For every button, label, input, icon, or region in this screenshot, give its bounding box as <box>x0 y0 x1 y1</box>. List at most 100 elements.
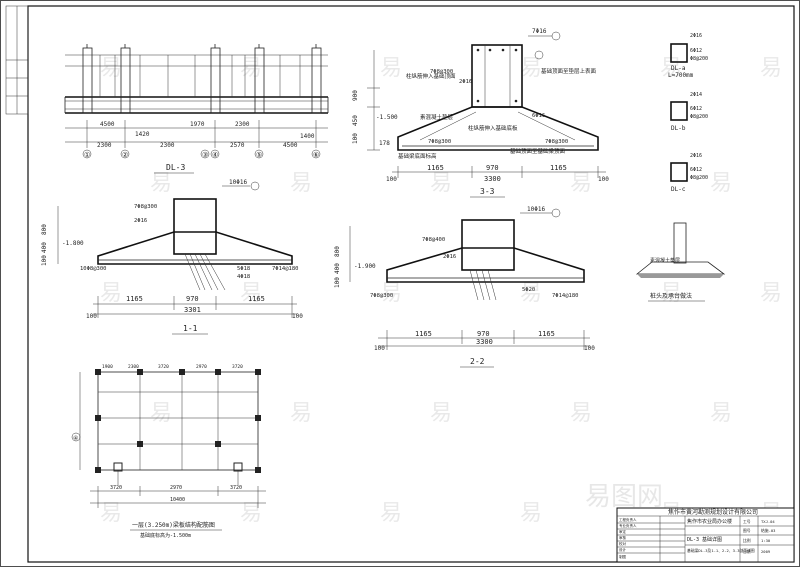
sec11-dim-1: 1165 <box>126 295 143 303</box>
sec33-stirrup-label: 7Φ8@300 <box>430 69 453 75</box>
dl3-grid-4: ④ <box>212 151 218 159</box>
plan-span-5: 3720 <box>232 364 243 370</box>
tb-label-4: 日期 <box>743 549 751 554</box>
watermark-glyph: 易 <box>380 56 402 81</box>
dl3-span-3: 2570 <box>230 142 245 149</box>
sec22-bot1-label: 5Φ20 <box>522 287 535 293</box>
dl3-span-4: 4500 <box>283 142 298 149</box>
sec33-top-bar: 7Φ16 <box>532 28 547 35</box>
plan-span-1: 1900 <box>102 364 113 370</box>
dl-section-b-box <box>670 101 688 121</box>
watermark-glyph: 易 <box>240 56 262 81</box>
watermark-glyph: 易 <box>760 56 782 81</box>
tb-drawing-title: DL-3 基础详图 <box>687 536 722 543</box>
dl3-columns <box>82 44 322 114</box>
watermark-glyph: 易 <box>150 171 172 196</box>
tb-row-7: 制图 <box>619 554 627 559</box>
dl-b-stir: Φ8@200 <box>690 114 708 120</box>
dl3-span-1: 2300 <box>97 142 112 149</box>
sec33-note-mid: 柱纵筋伸入基础底板 <box>468 124 518 132</box>
sec11-side-label: 2Φ16 <box>134 218 147 224</box>
sec22-edge-right: 100 <box>584 345 595 352</box>
sec33-note-inner: 基础顶面至基础梁顶面 <box>510 147 566 155</box>
tb-row-5: 校对 <box>619 541 627 546</box>
dl-c-top: 2Φ16 <box>690 153 702 159</box>
section-1-1: 800 400 100 -1.800 10Φ16 7Φ8@300 2Φ16 5Φ… <box>41 179 303 335</box>
sec11-bot2-label: 4Φ18 <box>237 274 250 280</box>
sec33-edge-right: 100 <box>598 176 609 183</box>
dl-small-sections: 2Φ16 6Φ12 Φ8@200 DL-a L=700mm 2Φ14 6Φ12 … <box>668 33 708 193</box>
tb-label-1: 工号 <box>743 519 751 524</box>
tb-label-2: 图号 <box>743 528 751 533</box>
pile-cap-label: 素混凝土垫层 <box>650 257 680 264</box>
dl-b-top: 2Φ14 <box>690 92 702 98</box>
watermark-glyph: 易 <box>710 401 732 426</box>
sec11-title: 1-1 <box>183 324 198 333</box>
dl-a-top: 2Φ16 <box>690 33 702 39</box>
sec33-dim-3: 1165 <box>550 164 567 172</box>
sec22-dim-3: 1165 <box>538 330 555 338</box>
sec22-level-400: 400 <box>334 263 341 274</box>
pile-cap-title: 桩头及承台做法 <box>650 292 692 300</box>
watermark-glyph: 易 <box>290 401 312 426</box>
dl3-seg-4: 2300 <box>235 121 250 128</box>
sec11-level-800: 800 <box>41 224 48 235</box>
brand-watermark: 易图网 <box>585 482 663 512</box>
sec33-bot2-label: 7Φ8@300 <box>545 139 568 145</box>
watermark-glyph: 易 <box>380 281 402 306</box>
watermark-glyph: 易 <box>100 501 122 526</box>
watermark-layer: 易易易易易易易易易易易易易易易易易易易易易易易易易易易易易易 <box>100 56 782 526</box>
dl3-grid-6: ⑥ <box>313 151 319 159</box>
sec22-level-800: 800 <box>334 246 341 257</box>
plan-title: 一层(3.250m)梁板结构配筋图 <box>132 521 215 529</box>
sec33-bot1-label: 7Φ8@300 <box>428 139 451 145</box>
dl-c-mid: 6Φ12 <box>690 167 702 173</box>
watermark-glyph: 易 <box>290 171 312 196</box>
dl3-seg-3: 1970 <box>190 121 205 128</box>
watermark-glyph: 易 <box>430 401 452 426</box>
tb-project: 焦作市农业局办公楼 <box>687 518 732 525</box>
watermark-glyph: 易 <box>240 281 262 306</box>
plan-dim-3: 3720 <box>230 485 242 491</box>
sec22-stirrup-label: 7Φ8@400 <box>422 237 445 243</box>
tb-value-1: TXJ-04 <box>761 519 775 524</box>
tb-label-3: 比例 <box>743 538 751 543</box>
sec33-level-900: 900 <box>352 90 359 101</box>
dl-a-len: L=700mm <box>668 72 694 79</box>
watermark-glyph: 易 <box>570 401 592 426</box>
sec33-title: 3-3 <box>480 187 495 196</box>
tb-drawing-name: 基础梁DL-3及1-1、2-2、3-3剖面详图 <box>687 548 755 553</box>
sec22-level-100: 100 <box>334 277 341 288</box>
binding-margin-strip <box>5 5 29 115</box>
sec22-total: 3300 <box>476 338 493 346</box>
plan-span-2: 2300 <box>128 364 139 370</box>
tb-row-3: 审定 <box>619 529 627 534</box>
dl3-grid-bubbles: ① ② ③ ④ ⑤ ⑥ <box>82 149 321 159</box>
plan-dim-2: 2970 <box>170 485 182 491</box>
plan-total: 10400 <box>170 497 185 503</box>
dl-a-note: DL-a <box>671 65 686 72</box>
watermark-glyph: 易 <box>100 56 122 81</box>
plan-span-3: 3720 <box>158 364 169 370</box>
tb-value-2: 结施-03 <box>761 528 775 533</box>
sec33-note-bottom: 基础梁底面标高 <box>398 152 437 160</box>
dl3-grid-2: ② <box>122 151 128 159</box>
sec22-level-1900: -1.900 <box>354 263 376 270</box>
dl3-seg-2: 1420 <box>135 131 150 138</box>
watermark-glyph: 易 <box>760 281 782 306</box>
sec33-note-right: 基础顶面至垫层上表面 <box>541 67 597 75</box>
sec22-top-bar: 10Φ16 <box>527 206 545 213</box>
watermark-glyph: 易 <box>240 501 262 526</box>
sec33-slope-label: 6Φ16 <box>532 113 545 119</box>
sec11-base-left: 10Φ8@300 <box>80 266 107 272</box>
plan-subtitle: 基础底标高为-1.500m <box>140 532 191 539</box>
sec11-edge-right: 100 <box>292 313 303 320</box>
dl3-grid-5: ⑤ <box>256 151 262 159</box>
dl-a-stir: Φ8@200 <box>690 56 708 62</box>
sec11-top-bar: 10Φ16 <box>229 179 247 186</box>
tb-row-4: 审核 <box>619 535 627 540</box>
tb-company: 焦作市黄河勘测规划设计有限公司 <box>668 508 758 516</box>
tb-row-6: 设计 <box>619 547 627 552</box>
sec33-level-178: 178 <box>379 140 390 147</box>
watermark-glyph: 易 <box>430 171 452 196</box>
